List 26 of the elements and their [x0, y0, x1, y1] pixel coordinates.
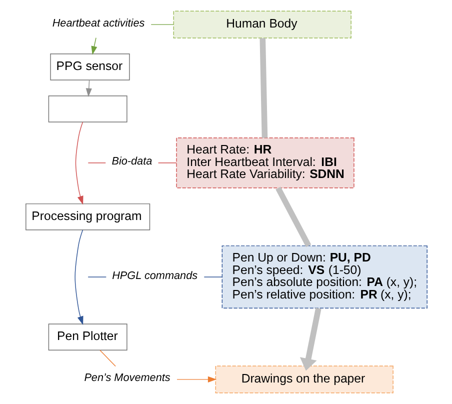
node-box: Processing program — [25, 203, 150, 230]
node-text: Heartbeat activities — [52, 17, 144, 30]
arrow — [85, 80, 92, 97]
node-box: Human Body — [172, 10, 351, 38]
arrow — [176, 376, 216, 382]
arrow — [299, 308, 321, 371]
connector — [99, 350, 116, 367]
connector — [87, 162, 106, 164]
node-box: Pen Plotter — [48, 324, 127, 350]
node-text: Pen’s Movements — [84, 372, 170, 384]
connector — [203, 276, 222, 278]
node-box — [48, 96, 127, 122]
connector — [157, 162, 176, 164]
node-box: Heart Rate: HR Inter Heartbeat Interval: IBI Heart Rate Variability: SDNN — [176, 138, 354, 188]
connector — [150, 24, 174, 25]
arrow — [74, 230, 83, 325]
arrow — [74, 122, 83, 205]
connector — [87, 276, 106, 278]
arrow — [90, 37, 97, 55]
node-text: Bio-data — [111, 156, 152, 168]
connector — [275, 186, 311, 248]
node-box: Drawings on the paper — [214, 366, 393, 394]
node-text: HPGL commands — [112, 270, 198, 282]
node-box: Pen Up or Down: PU, PD Pen’s speed: VS (1-50) Pen’s absolute position: PA (x, y); Pen’s relative position: PR (x, y); — [221, 245, 427, 308]
connector — [259, 38, 268, 138]
node-box: PPG sensor — [50, 54, 130, 80]
